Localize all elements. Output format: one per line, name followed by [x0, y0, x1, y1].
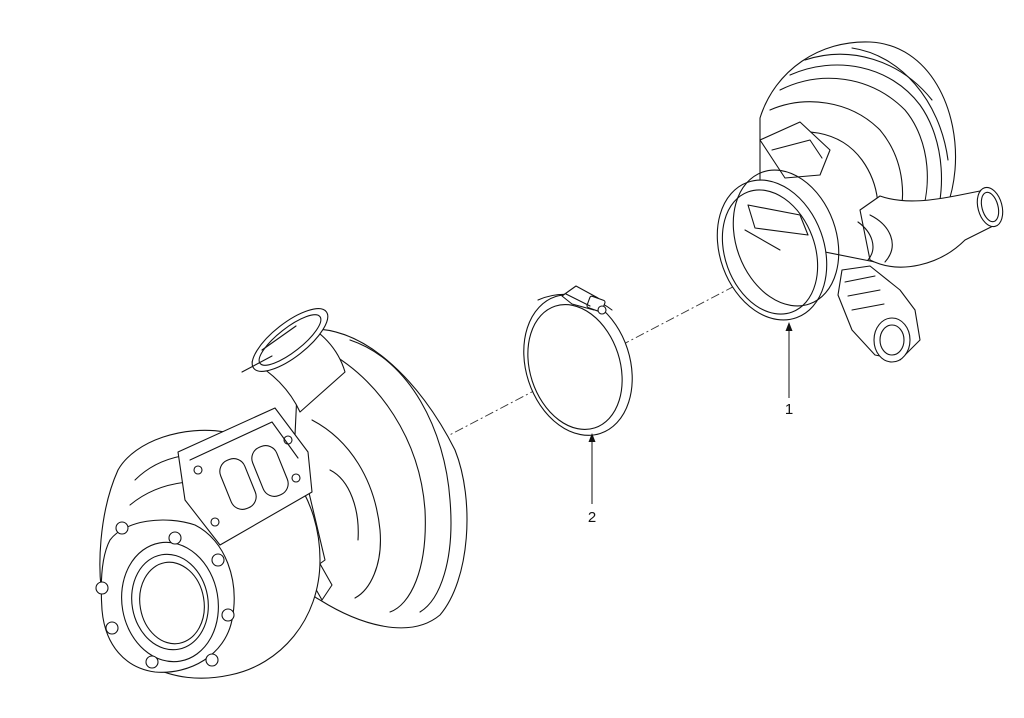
callout-2: 2 [588, 433, 596, 526]
turbocharger [95, 308, 468, 679]
callout-2-label: 2 [588, 509, 596, 526]
callout-1: 1 [785, 322, 793, 418]
callout-1-label: 1 [785, 401, 793, 418]
hose-clamp [523, 285, 633, 436]
callout-2-arrowhead [588, 433, 596, 442]
callout-1-arrowhead [785, 322, 793, 331]
intake-adapter [716, 41, 1004, 363]
